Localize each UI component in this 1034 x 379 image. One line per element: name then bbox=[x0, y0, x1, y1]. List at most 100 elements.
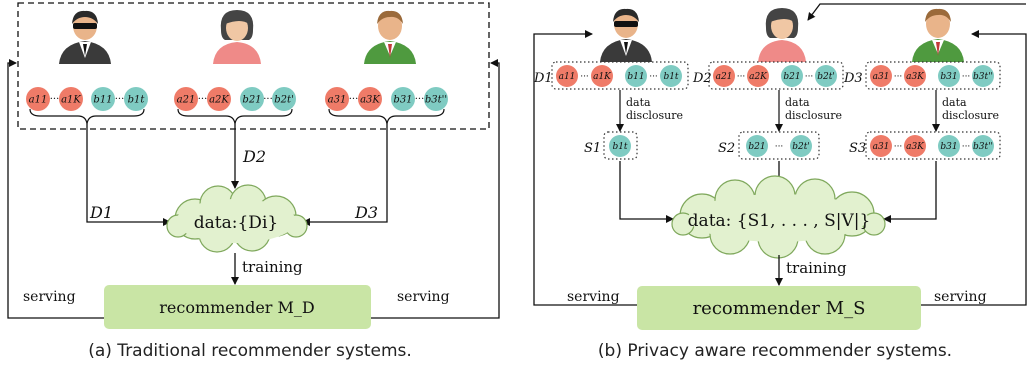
attribute-chip-label: a2K bbox=[749, 72, 768, 82]
disclosed-chip-label: a3K bbox=[906, 142, 925, 152]
disclosure-label-1b: disclosure bbox=[626, 109, 683, 122]
disclosed-chip-label: b21 bbox=[748, 142, 765, 152]
data-cloud-a: data:{Di} bbox=[166, 184, 308, 253]
dataset-dotted-box bbox=[708, 61, 844, 90]
cloud-text-b: data: {S1, . . . , S|V|} bbox=[688, 211, 871, 231]
disclosure-label-2a: data bbox=[785, 96, 810, 109]
disclosed-dotted-box bbox=[738, 131, 820, 160]
brace-user-3 bbox=[328, 108, 445, 125]
attribute-chip-label: b11 bbox=[627, 72, 644, 82]
ellipsis-dots: ··· bbox=[775, 142, 784, 152]
attribute-chip-label: b21 bbox=[242, 95, 261, 106]
flow-label-d2: D2 bbox=[242, 147, 266, 166]
training-label-b: training bbox=[786, 259, 847, 277]
attribute-chip-label: b2t' bbox=[274, 95, 294, 106]
flow-arrow-s3 bbox=[883, 161, 937, 223]
ellipsis-dots: ··· bbox=[415, 94, 425, 105]
cloud-text-a: data:{Di} bbox=[194, 213, 278, 233]
data-cloud-b: data: {S1, . . . , S|V|} bbox=[671, 175, 886, 259]
recommender-label-a: recommender M_D bbox=[159, 298, 314, 317]
attribute-chip-label: a11 bbox=[29, 95, 48, 106]
dataset-dotted-box bbox=[551, 61, 689, 90]
serving-arrow-left-b bbox=[533, 30, 637, 306]
users-dashed-frame bbox=[17, 2, 490, 130]
serving-arrow-left-a bbox=[7, 59, 104, 319]
attribute-chip bbox=[91, 87, 115, 111]
ellipsis-dots: ··· bbox=[115, 94, 125, 105]
disclosed-set-label-3: S3 bbox=[849, 141, 866, 156]
brace-user-1 bbox=[29, 108, 145, 125]
disclosure-label-2b: disclosure bbox=[785, 109, 842, 122]
serving-arrow-right-b bbox=[921, 30, 1027, 306]
attribute-chip-label: a11 bbox=[559, 72, 576, 82]
agent-user-icon bbox=[600, 8, 652, 62]
serving-label-right-a: serving bbox=[397, 289, 450, 305]
attribute-chip-label: b1t bbox=[663, 72, 678, 82]
attribute-chip-label: a21 bbox=[177, 95, 196, 106]
ellipsis-dots: ··· bbox=[649, 72, 658, 82]
recommender-label-b: recommender M_S bbox=[693, 298, 866, 319]
attribute-chip-label: a1K bbox=[61, 95, 81, 106]
ellipsis-dots: ··· bbox=[962, 142, 971, 152]
attribute-chip-label: a3K bbox=[360, 95, 380, 106]
green-suit-user-icon bbox=[364, 10, 416, 64]
attribute-chip-label: b3t'' bbox=[973, 72, 993, 82]
attribute-chip bbox=[325, 87, 349, 111]
disclosed-chip bbox=[938, 135, 960, 157]
disclosed-chip bbox=[609, 135, 631, 157]
attribute-chip bbox=[240, 87, 264, 111]
flow-arrow-d1 bbox=[86, 124, 171, 226]
ellipsis-dots: ··· bbox=[580, 72, 589, 82]
attribute-chip bbox=[625, 65, 647, 87]
attribute-chip bbox=[781, 65, 803, 87]
attribute-chip-label: a1K bbox=[593, 72, 612, 82]
attribute-chip bbox=[713, 65, 735, 87]
disclosure-label-3a: data bbox=[942, 96, 967, 109]
attribute-chip bbox=[747, 65, 769, 87]
ellipsis-dots: ··· bbox=[805, 72, 814, 82]
attribute-chip bbox=[972, 65, 994, 87]
dataset-label-3: D3 bbox=[843, 71, 863, 86]
attribute-chip-label: a31 bbox=[873, 72, 890, 82]
attribute-chip-label: b11 bbox=[93, 95, 112, 106]
disclosed-dotted-box bbox=[603, 131, 638, 160]
ellipsis-dots: ··· bbox=[962, 72, 971, 82]
dataset-dotted-box bbox=[865, 61, 1001, 90]
recommender-box-a bbox=[104, 285, 371, 329]
dataset-label-2: D2 bbox=[692, 71, 712, 86]
ellipsis-dots: ··· bbox=[737, 72, 746, 82]
attribute-chip-label: a21 bbox=[716, 72, 733, 82]
attribute-chip bbox=[660, 65, 682, 87]
training-label-a: training bbox=[242, 258, 303, 276]
caption-panel-b: (b) Privacy aware recommender systems. bbox=[597, 341, 953, 361]
disclosed-chip-label: b31 bbox=[940, 142, 957, 152]
caption-panel-a: (a) Traditional recommender systems. bbox=[88, 341, 412, 361]
attribute-chip-label: b21 bbox=[783, 72, 800, 82]
attribute-chip bbox=[556, 65, 578, 87]
attribute-chip bbox=[815, 65, 837, 87]
brace-user-2 bbox=[177, 108, 293, 125]
attribute-chip bbox=[59, 87, 83, 111]
attribute-chip-label: b1t bbox=[128, 95, 146, 106]
disclosed-dotted-box bbox=[865, 131, 1001, 160]
attribute-chip-label: a31 bbox=[328, 95, 347, 106]
serving-arrow-top-b bbox=[807, 3, 1026, 21]
disclosure-label-3b: disclosure bbox=[942, 109, 999, 122]
ellipsis-dots: ··· bbox=[894, 72, 903, 82]
disclosed-chip bbox=[746, 135, 768, 157]
attribute-chip bbox=[870, 65, 892, 87]
serving-label-right-b: serving bbox=[934, 289, 987, 305]
ellipsis-dots: ··· bbox=[50, 94, 60, 105]
woman-user-icon bbox=[758, 8, 806, 62]
disclosed-set-label-2: S2 bbox=[718, 141, 735, 156]
disclosed-chip bbox=[904, 135, 926, 157]
agent-user-icon bbox=[59, 10, 111, 64]
attribute-chip-label: b31 bbox=[940, 72, 957, 82]
attribute-chip bbox=[424, 87, 448, 111]
attribute-chip bbox=[904, 65, 926, 87]
attribute-chip bbox=[391, 87, 415, 111]
